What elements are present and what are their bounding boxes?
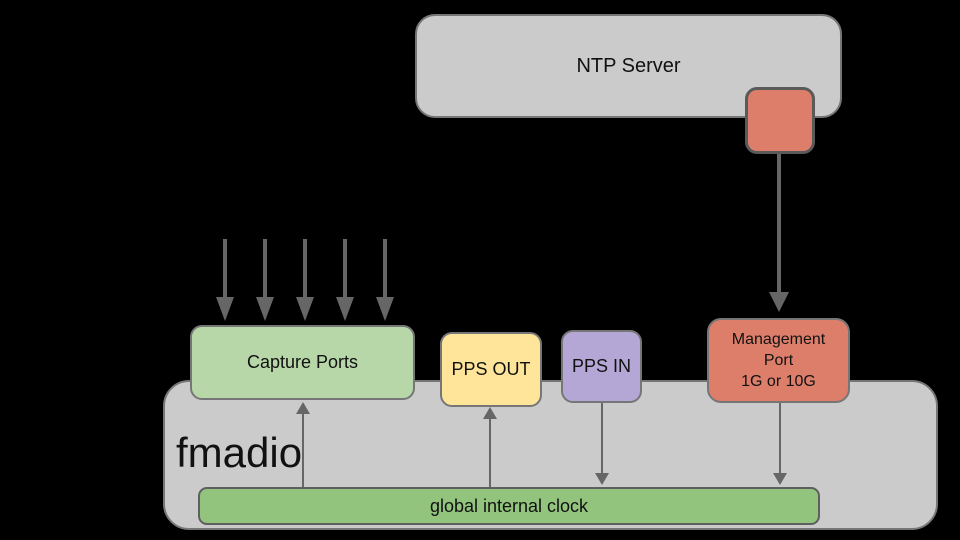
ntp-server-box: NTP Server [415, 14, 842, 118]
ingress-arrow-shaft [263, 239, 267, 299]
ingress-arrow-head [216, 297, 234, 321]
ntp-server-label: NTP Server [576, 54, 681, 77]
ntp-management-connector [745, 87, 815, 154]
ingress-arrow-head [336, 297, 354, 321]
fmadio-device-label: fmadio [176, 429, 303, 476]
ppsin-to-clock-arrow-head [595, 473, 609, 485]
pps-in-label: PPS IN [571, 356, 632, 376]
management-to-clock-arrow-shaft [779, 403, 781, 474]
ingress-arrow-shaft [343, 239, 347, 299]
clock-to-capture-arrow-head [296, 402, 310, 414]
ntp-to-management-arrow-shaft [777, 154, 781, 294]
management-port-box: Management Port 1G or 10G [707, 318, 850, 403]
pps-in-box: PPS IN [561, 330, 642, 403]
ppsin-to-clock-arrow-shaft [601, 403, 603, 474]
clock-to-ppsout-arrow-shaft [489, 418, 491, 487]
global-internal-clock-bar: global internal clock [198, 487, 820, 525]
ntp-to-management-arrow-head [769, 292, 789, 312]
ingress-arrow-head [256, 297, 274, 321]
ingress-arrow-shaft [303, 239, 307, 299]
global-internal-clock-label: global internal clock [429, 495, 589, 516]
ingress-arrow-shaft [383, 239, 387, 299]
capture-ports-label: Capture Ports [246, 352, 359, 372]
pps-out-label: PPS OUT [451, 359, 531, 379]
management-port-label-line1: Management [731, 331, 826, 348]
clock-to-ppsout-arrow-head [483, 407, 497, 419]
ingress-arrow-head [296, 297, 314, 321]
ingress-arrow-head [376, 297, 394, 321]
management-to-clock-arrow-head [773, 473, 787, 485]
management-port-label-line3: 1G or 10G [741, 373, 816, 390]
pps-out-box: PPS OUT [440, 332, 542, 407]
clock-to-capture-arrow-shaft [302, 413, 304, 487]
capture-ports-box: Capture Ports [190, 325, 415, 400]
ingress-arrow-shaft [223, 239, 227, 299]
management-port-label-line2: Port [763, 352, 794, 369]
